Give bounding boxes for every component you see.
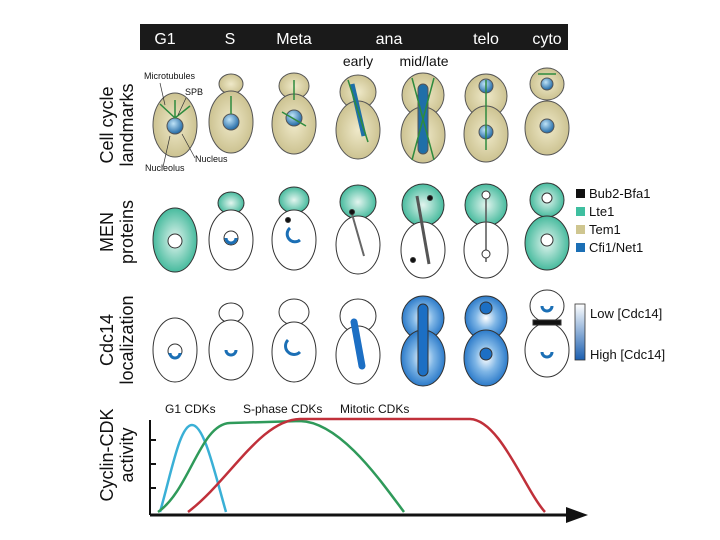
cdk-label-g1: G1 CDKs <box>165 402 216 416</box>
cdc14-cell-s <box>208 302 254 381</box>
row-title-men-line1: MEN <box>97 212 117 252</box>
men-cell-meta <box>271 186 317 271</box>
cell-g1 <box>152 92 198 158</box>
phase-label-meta: Meta <box>276 31 312 48</box>
cdc14-cell-early-ana <box>335 298 381 385</box>
annotation-nucleus: Nucleus <box>195 154 228 164</box>
phase-label-s: S <box>225 31 236 48</box>
row-title-cdk: Cyclin-CDK activity <box>97 408 137 501</box>
men-cell-telo <box>463 183 509 279</box>
cdk-x-axis-arrow <box>566 507 588 523</box>
phase-bar: G1 S Meta ana telo cyto early mid/late <box>140 24 568 69</box>
cell-early-ana <box>335 74 381 160</box>
phase-label-ana: ana <box>376 31 403 48</box>
cdc14-cell-cyto <box>524 289 570 378</box>
cdc14-cell-g1 <box>152 317 198 383</box>
men-legend: Bub2-Bfa1 Lte1 Tem1 Cfi1/Net1 <box>576 186 650 255</box>
row-title-men: MEN proteins <box>97 200 137 264</box>
phase-sublabel-mid-late: mid/late <box>399 53 448 69</box>
men-cell-cyto <box>524 182 570 271</box>
cdk-curve-g1 <box>158 423 228 513</box>
cell-telo <box>463 73 509 163</box>
cdc14-row <box>152 289 570 387</box>
annotation-microtubules: Microtubules <box>144 71 196 81</box>
men-cell-s <box>208 191 254 271</box>
cdc14-scale-bar <box>574 303 586 361</box>
cdk-label-mitotic: Mitotic CDKs <box>340 402 409 416</box>
cdc14-legend: Low [Cdc14] High [Cdc14] <box>574 303 665 362</box>
row-title-cdk-line1: Cyclin-CDK <box>97 408 117 501</box>
men-cell-mid-late-ana <box>400 183 446 279</box>
legend-label-bub2: Bub2-Bfa1 <box>589 186 650 201</box>
phase-label-cyto: cyto <box>532 31 561 48</box>
legend-label-lte1: Lte1 <box>589 204 614 219</box>
cell-s <box>208 73 254 154</box>
legend-label-cfi1: Cfi1/Net1 <box>589 240 643 255</box>
phase-bar-background <box>140 24 568 50</box>
cdc14-cell-meta <box>271 298 317 383</box>
cdk-curve-s-phase <box>157 419 406 514</box>
cdc14-legend-high: High [Cdc14] <box>590 347 665 362</box>
legend-swatch-lte1 <box>576 207 585 216</box>
cdk-label-s-phase: S-phase CDKs <box>243 402 322 416</box>
row-title-landmarks: Cell cycle landmarks <box>97 83 137 166</box>
cdc14-cell-telo <box>463 295 509 387</box>
row-title-men-line2: proteins <box>117 200 137 264</box>
row-title-cdc14-line1: Cdc14 <box>97 314 117 366</box>
row-title-cdk-line2: activity <box>117 427 137 482</box>
men-cell-g1 <box>152 207 198 273</box>
legend-label-tem1: Tem1 <box>589 222 621 237</box>
row-title-cdc14-line2: localization <box>117 295 137 384</box>
cell-cyto <box>524 67 570 156</box>
annotation-spb: SPB <box>185 87 203 97</box>
legend-swatch-bub2 <box>576 189 585 198</box>
landmark-annotations: Microtubules SPB Nucleus Nucleolus <box>144 71 228 173</box>
legend-swatch-cfi1 <box>576 243 585 252</box>
row-title-landmarks-line1: Cell cycle <box>97 86 117 163</box>
row-title-landmarks-line2: landmarks <box>117 83 137 166</box>
phase-label-g1: G1 <box>154 31 175 48</box>
annotation-nucleolus: Nucleolus <box>145 163 185 173</box>
cell-meta <box>271 72 317 155</box>
cell-mid-late-ana <box>400 72 446 164</box>
cdc14-legend-low: Low [Cdc14] <box>590 306 662 321</box>
phase-label-telo: telo <box>473 31 499 48</box>
legend-swatch-tem1 <box>576 225 585 234</box>
cdk-curve-mitotic <box>187 417 546 513</box>
landmarks-row <box>152 67 570 164</box>
men-row <box>152 182 570 279</box>
phase-sublabel-early: early <box>343 53 373 69</box>
cdk-activity-plot: G1 CDKs S-phase CDKs Mitotic CDKs <box>149 402 588 523</box>
cdk-y-ticks <box>150 439 156 489</box>
row-title-cdc14: Cdc14 localization <box>97 295 137 384</box>
cdc14-cell-mid-late-ana <box>400 295 446 387</box>
men-cell-early-ana <box>335 184 381 275</box>
